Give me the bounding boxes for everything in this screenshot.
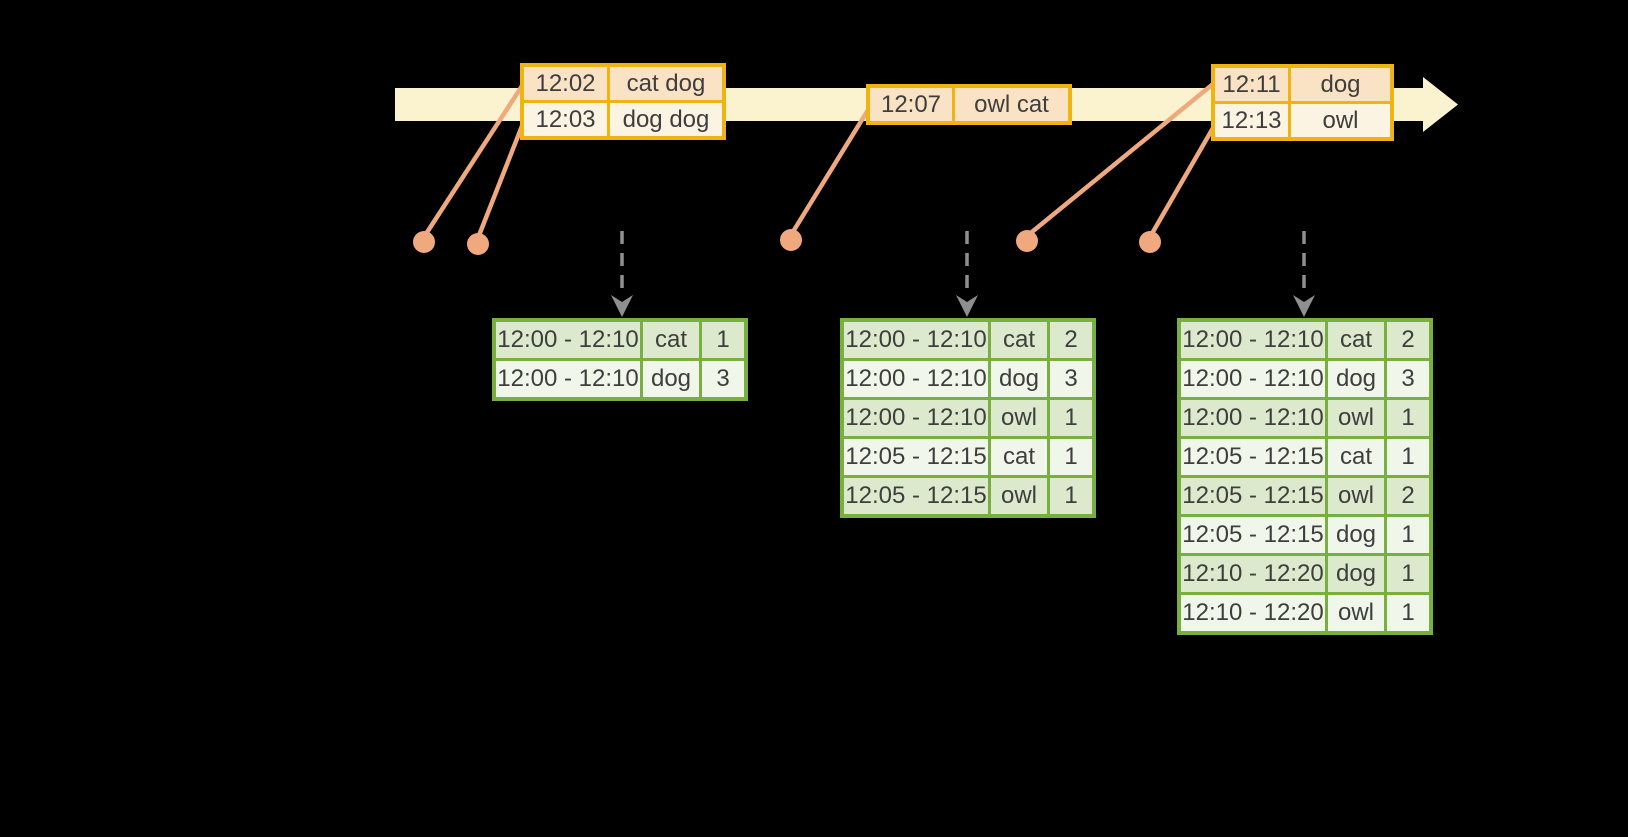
table-cell: 2 xyxy=(1387,322,1429,358)
table-cell: 12:00 - 12:10 xyxy=(1181,400,1325,436)
trigger-arrowhead-icon-1 xyxy=(611,295,633,317)
table-cell: dog dog xyxy=(610,103,722,136)
table-cell: dog xyxy=(1328,556,1384,592)
table-cell: 3 xyxy=(1387,361,1429,397)
table-cell: owl xyxy=(1328,595,1384,631)
table-cell: 1 xyxy=(1387,595,1429,631)
table-cell: 12:05 - 12:15 xyxy=(844,439,988,475)
table-cell: 1 xyxy=(1050,439,1092,475)
table-cell: 12:10 - 12:20 xyxy=(1181,556,1325,592)
table-cell: 12:00 - 12:10 xyxy=(844,361,988,397)
table-cell: 12:00 - 12:10 xyxy=(496,322,640,358)
table-cell: 12:03 xyxy=(524,103,607,136)
table-cell: 12:00 - 12:10 xyxy=(844,322,988,358)
table-cell: 12:00 - 12:10 xyxy=(496,361,640,397)
table-cell: cat xyxy=(1328,439,1384,475)
event-dot-2 xyxy=(467,233,489,255)
table-cell: cat xyxy=(991,439,1047,475)
table-cell: 2 xyxy=(1050,322,1092,358)
table-cell: owl cat xyxy=(955,88,1068,121)
trigger-arrowhead-icon-2 xyxy=(956,295,978,317)
table-cell: owl xyxy=(1328,400,1384,436)
table-cell: 12:05 - 12:15 xyxy=(1181,517,1325,553)
event-line-2 xyxy=(475,125,525,239)
event-line-3 xyxy=(789,108,870,237)
timeline-arrowhead-icon xyxy=(1423,77,1458,132)
table-cell: 12:05 - 12:15 xyxy=(1181,439,1325,475)
table-cell: 12:00 - 12:10 xyxy=(1181,322,1325,358)
table-cell: 12:05 - 12:15 xyxy=(844,478,988,514)
table-cell: dog xyxy=(1328,517,1384,553)
event-line-1 xyxy=(422,84,524,239)
event-dot-4 xyxy=(1016,230,1038,252)
table-cell: 12:10 - 12:20 xyxy=(1181,595,1325,631)
table-cell: cat xyxy=(1328,322,1384,358)
event-dot-1 xyxy=(413,231,435,253)
table-cell: 12:07 xyxy=(870,88,952,121)
trigger-arrowhead-icon-3 xyxy=(1293,295,1315,317)
table-cell: dog xyxy=(643,361,699,397)
table-cell: 12:05 - 12:15 xyxy=(1181,478,1325,514)
table-cell: 12:00 - 12:10 xyxy=(1181,361,1325,397)
event-line-4 xyxy=(1025,82,1215,238)
table-cell: 1 xyxy=(702,322,744,358)
table-cell: 12:11 xyxy=(1215,68,1288,101)
table-cell: 1 xyxy=(1050,478,1092,514)
table-cell: cat dog xyxy=(610,67,722,100)
table-cell: owl xyxy=(1328,478,1384,514)
table-cell: owl xyxy=(1291,104,1390,137)
event-dot-5 xyxy=(1139,231,1161,253)
table-cell: dog xyxy=(1328,361,1384,397)
table-cell: 1 xyxy=(1050,400,1092,436)
table-cell: dog xyxy=(1291,68,1390,101)
table-cell: 12:00 - 12:10 xyxy=(844,400,988,436)
table-cell: cat xyxy=(643,322,699,358)
table-cell: 1 xyxy=(1387,439,1429,475)
table-cell: 12:13 xyxy=(1215,104,1288,137)
event-dot-3 xyxy=(780,229,802,251)
table-cell: owl xyxy=(991,478,1047,514)
table-cell: 3 xyxy=(702,361,744,397)
table-cell: 1 xyxy=(1387,517,1429,553)
event-line-5 xyxy=(1148,126,1215,239)
table-cell: dog xyxy=(991,361,1047,397)
table-cell: 1 xyxy=(1387,400,1429,436)
table-cell: owl xyxy=(991,400,1047,436)
table-cell: 12:02 xyxy=(524,67,607,100)
table-cell: 3 xyxy=(1050,361,1092,397)
table-cell: 2 xyxy=(1387,478,1429,514)
table-cell: cat xyxy=(991,322,1047,358)
table-cell: 1 xyxy=(1387,556,1429,592)
